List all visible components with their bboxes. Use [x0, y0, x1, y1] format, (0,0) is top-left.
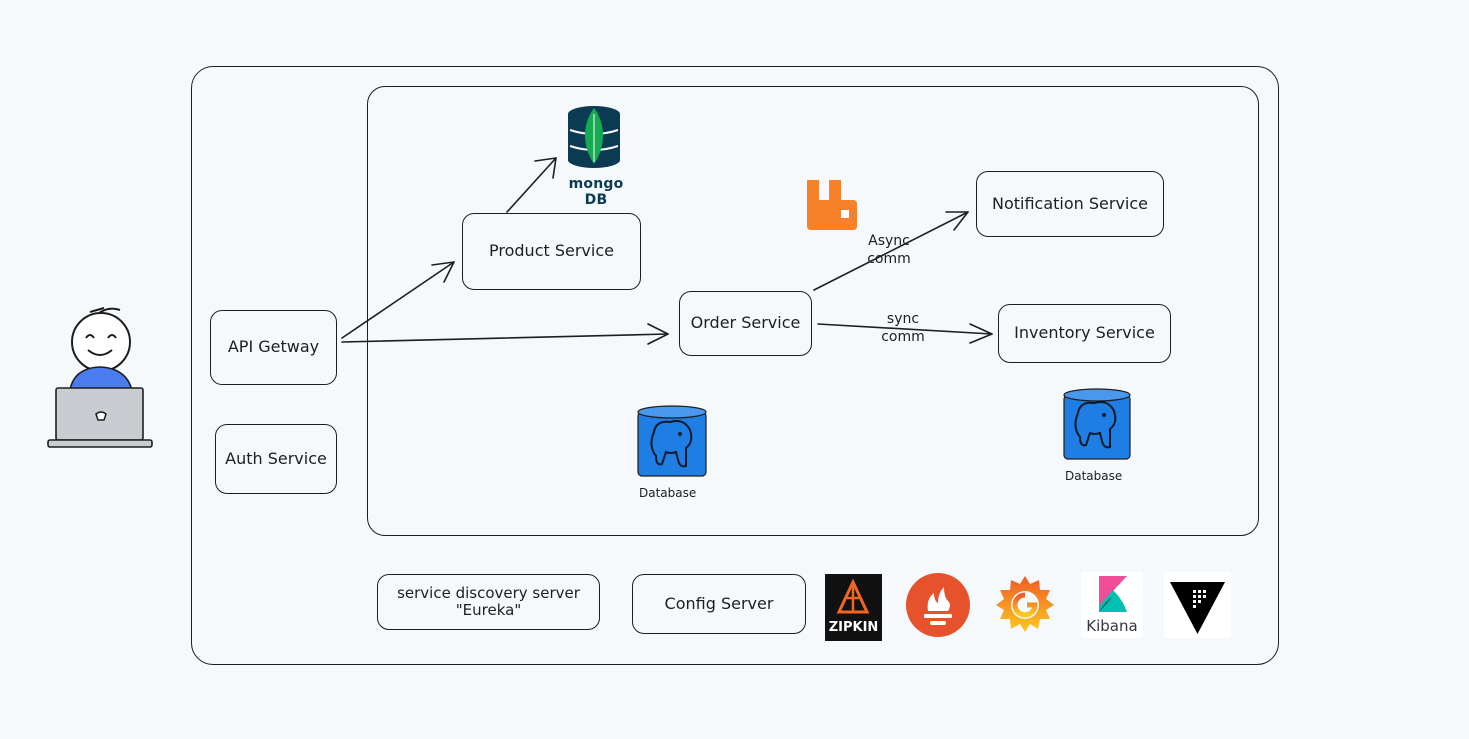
- edge-order-to-notification: [813, 211, 969, 291]
- grafana-icon: [996, 576, 1054, 632]
- async-label-line1: Async: [868, 233, 910, 249]
- kibana-label: Kibana: [1086, 617, 1138, 635]
- sync-label-line1: sync: [886, 311, 920, 327]
- sync-comm-label: sync comm: [872, 310, 934, 346]
- kibana-icon: Kibana: [1081, 572, 1143, 638]
- postgresql-icon-inventory: [1063, 388, 1131, 460]
- config-server-box[interactable]: Config Server: [632, 574, 806, 634]
- config-server-label: Config Server: [664, 593, 774, 613]
- api-gateway-box[interactable]: API Getway: [210, 310, 337, 385]
- prometheus-icon: [906, 573, 970, 637]
- auth-service-box[interactable]: Auth Service: [215, 424, 337, 494]
- inventory-service-box[interactable]: Inventory Service: [998, 304, 1171, 363]
- developer-laptop-icon: [47, 307, 153, 448]
- mongo-db-label: mongo DB: [568, 176, 624, 208]
- async-comm-label: Async comm: [858, 232, 920, 268]
- service-discovery-label-line1: service discovery server: [397, 583, 580, 602]
- order-service-box[interactable]: Order Service: [679, 291, 812, 356]
- sync-label-line2: comm: [881, 329, 925, 346]
- product-service-label: Product Service: [489, 241, 614, 261]
- inventory-service-label: Inventory Service: [1014, 323, 1155, 343]
- service-discovery-label-line2: "Eureka": [455, 601, 522, 619]
- api-gateway-label: API Getway: [227, 337, 320, 357]
- database-label-order: Database: [639, 486, 697, 500]
- notification-service-label: Notification Service: [991, 193, 1149, 213]
- order-service-label: Order Service: [690, 313, 801, 333]
- zipkin-icon: ZIPKIN: [825, 574, 882, 641]
- vault-icon: [1164, 572, 1231, 638]
- notification-service-box[interactable]: Notification Service: [976, 171, 1164, 237]
- zipkin-label: ZIPKIN: [828, 620, 879, 635]
- auth-service-label: Auth Service: [225, 448, 327, 468]
- service-discovery-box[interactable]: service discovery server "Eureka": [377, 574, 600, 630]
- postgresql-icon-order: [637, 405, 707, 477]
- database-label-inventory: Database: [1065, 469, 1123, 483]
- system-boundary: [191, 66, 1279, 665]
- edge-gateway-to-order: [341, 333, 669, 343]
- edge-order-to-inventory: [817, 323, 993, 335]
- rabbitmq-icon: [807, 180, 857, 230]
- edge-gateway-to-product: [341, 261, 455, 339]
- mongodb-icon: [568, 106, 620, 168]
- edge-product-to-mongo: [506, 157, 557, 213]
- async-label-line2: comm: [867, 251, 911, 268]
- services-boundary: [367, 86, 1259, 536]
- product-service-box[interactable]: Product Service: [462, 213, 641, 290]
